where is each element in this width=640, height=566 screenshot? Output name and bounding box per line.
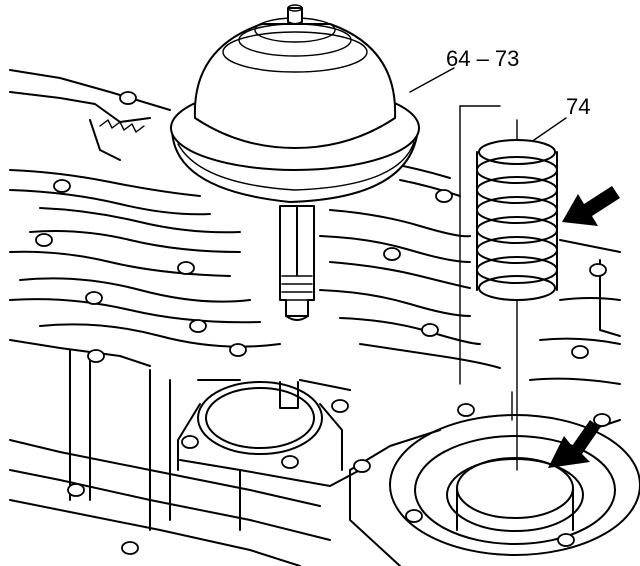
valve-body — [9, 69, 640, 566]
spring — [476, 139, 558, 301]
leader-line-64-73 — [409, 67, 455, 93]
center-lines — [459, 105, 518, 471]
arrow-bore — [548, 420, 600, 468]
callout-64-73: 64 – 73 — [446, 46, 519, 71]
arrow-spring — [562, 186, 620, 226]
accumulator-assembly — [170, 4, 420, 321]
leader-line-74 — [533, 117, 567, 141]
callout-74: 74 — [566, 94, 590, 119]
